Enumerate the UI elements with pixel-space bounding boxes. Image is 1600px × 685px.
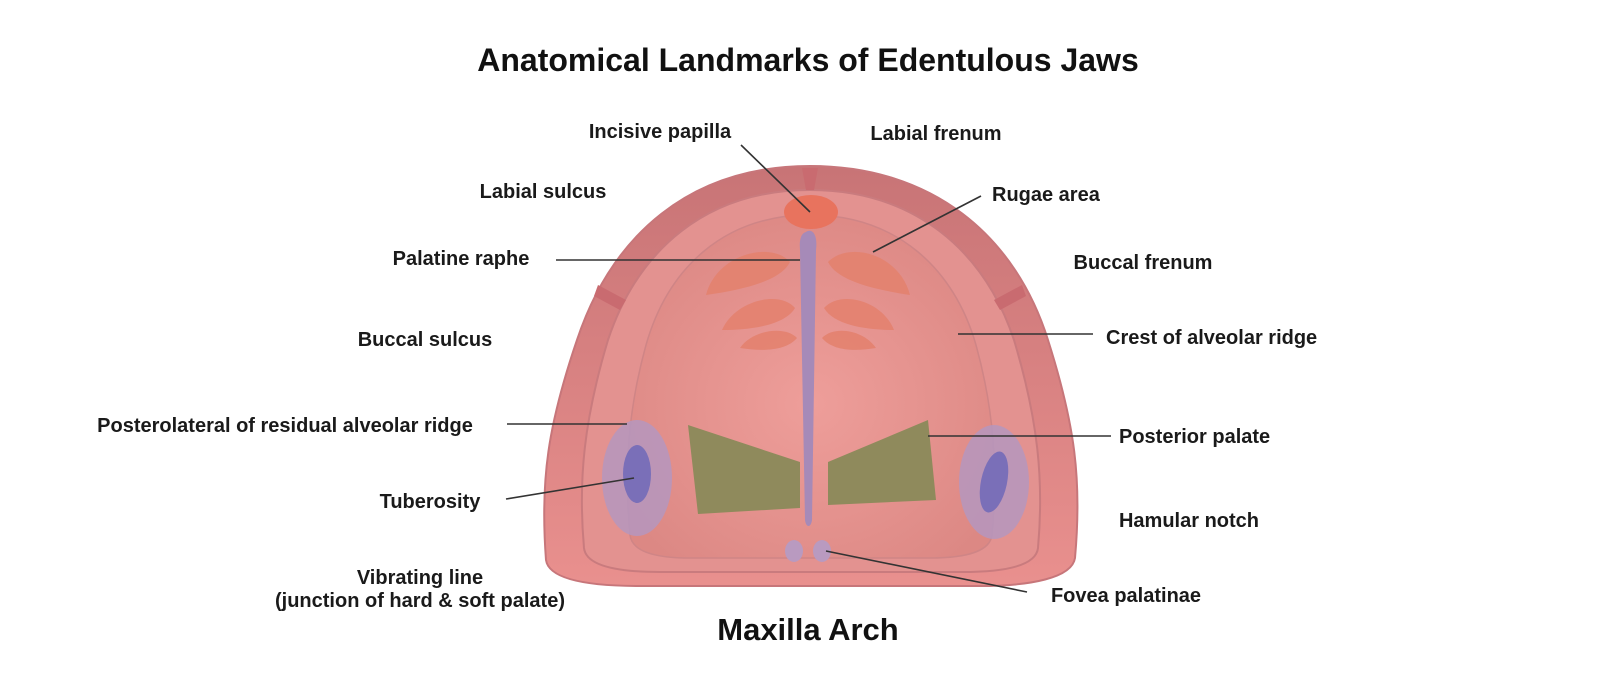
- leader-lines: [505, 144, 1111, 593]
- label-posterior-palate: Posterior palate: [1119, 426, 1270, 448]
- fovea-palatinae-right: [813, 540, 831, 562]
- label-incisive-papilla: Incisive papilla: [589, 121, 732, 143]
- fovea-palatinae-left: [785, 540, 803, 562]
- leader-fovea-palatinae: [825, 550, 1028, 593]
- label-labial-sulcus: Labial sulcus: [480, 181, 607, 203]
- label-labial-frenum: Labial frenum: [870, 123, 1001, 145]
- rugae-area: [706, 251, 910, 350]
- buccal-frenum-left: [594, 285, 626, 310]
- palatine-raphe: [799, 230, 817, 527]
- leader-rugae-area: [872, 195, 982, 253]
- leader-tuberosity: [505, 477, 635, 500]
- label-vibrating-line: Vibrating line: [357, 567, 483, 589]
- label-buccal-frenum: Buccal frenum: [1074, 252, 1213, 274]
- labial-frenum-notch: [802, 168, 818, 190]
- label-rugae-area: Rugae area: [992, 184, 1101, 206]
- leader-incisive-papilla: [740, 144, 811, 213]
- posterior-palate-left: [688, 425, 800, 514]
- tuberosity-left-inner: [623, 445, 651, 503]
- diagram-caption: Maxilla Arch: [717, 612, 898, 647]
- buccal-frenum-right: [994, 285, 1026, 310]
- tuberosity-right-inner: [979, 451, 1009, 513]
- label-vibrating-line-note: (junction of hard & soft palate): [275, 590, 565, 612]
- posterior-palate-right: [828, 420, 936, 505]
- label-crest-alveolar-ridge: Crest of alveolar ridge: [1106, 327, 1317, 349]
- label-fovea-palatinae: Fovea palatinae: [1051, 585, 1201, 607]
- label-palatine-raphe: Palatine raphe: [393, 248, 530, 270]
- label-posterolateral-ridge: Posterolateral of residual alveolar ridg…: [97, 415, 473, 437]
- diagram-title: Anatomical Landmarks of Edentulous Jaws: [477, 42, 1138, 78]
- label-tuberosity: Tuberosity: [380, 491, 482, 513]
- label-buccal-sulcus: Buccal sulcus: [358, 329, 493, 351]
- incisive-papilla: [784, 195, 838, 229]
- label-hamular-notch: Hamular notch: [1119, 510, 1259, 532]
